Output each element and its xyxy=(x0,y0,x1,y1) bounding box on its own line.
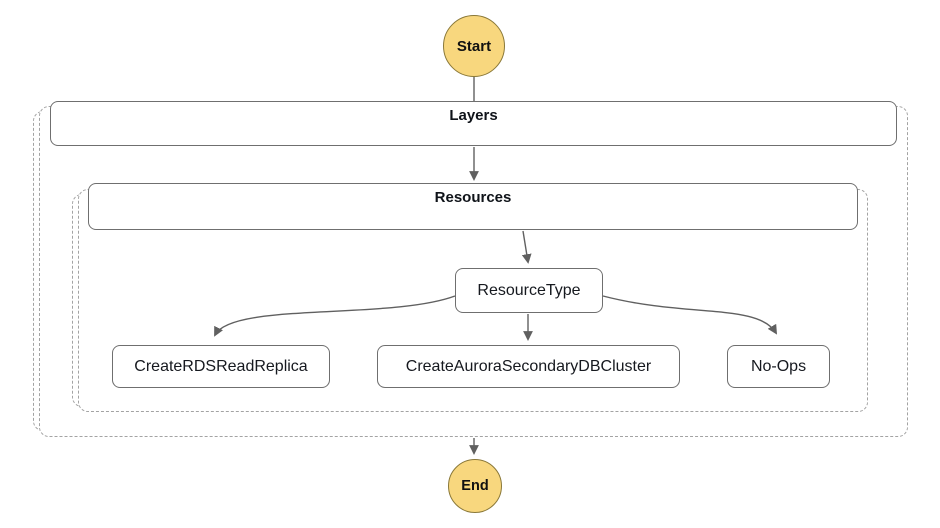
resources-state-box: Resources xyxy=(88,183,858,230)
no-ops-state-box: No-Ops xyxy=(727,345,830,388)
start-node: Start xyxy=(443,15,505,77)
no-ops-label: No-Ops xyxy=(750,357,807,375)
layers-state-label: Layers xyxy=(449,107,498,124)
resourcetype-state-label: ResourceType xyxy=(477,281,581,299)
layers-state-box: Layers xyxy=(50,101,897,146)
create-rds-read-replica-label: CreateRDSReadReplica xyxy=(134,357,308,375)
create-rds-read-replica-state-box: CreateRDSReadReplica xyxy=(112,345,330,388)
end-node-label: End xyxy=(461,478,489,494)
start-node-label: Start xyxy=(456,37,492,55)
create-aurora-secondary-dbcluster-label: CreateAuroraSecondaryDBCluster xyxy=(405,357,652,375)
resourcetype-state-box: ResourceType xyxy=(455,268,603,313)
end-node: End xyxy=(448,459,502,513)
create-aurora-secondary-dbcluster-state-box: CreateAuroraSecondaryDBCluster xyxy=(377,345,680,388)
resources-state-label: Resources xyxy=(434,189,512,206)
